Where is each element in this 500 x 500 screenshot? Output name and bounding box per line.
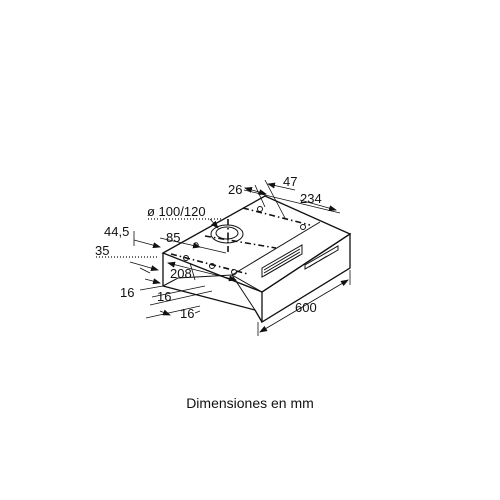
dim-label-diameter: ø 100/120 [147,204,206,219]
dim-208 [167,261,237,282]
dim-label-208: 208 [170,266,192,281]
hood-left-side [162,253,263,323]
control-bar [304,245,339,270]
dim-label-35: 35 [95,243,109,258]
dim-16-group [139,278,213,319]
duct-outlet [210,224,244,244]
dim-label-234: 234 [300,191,322,206]
dim-label-85: 85 [166,230,180,245]
dim-top [243,179,341,219]
centerlines [170,207,311,275]
dim-label-47: 47 [283,174,297,189]
dim-label-16-left: 16 [120,285,134,300]
caption-units: Dimensiones en mm [186,395,314,411]
dim-label-44-5: 44,5 [104,224,129,239]
dim-label-600: 600 [295,300,317,315]
dim-label-16-mid: 16 [157,289,171,304]
dim-600 [257,270,351,336]
dim-85 [159,237,227,254]
dim-label-26: 26 [228,182,242,197]
vent-grille [261,244,303,278]
dim-44-5-35 [96,231,161,274]
dim-label-16-low: 16 [180,306,194,321]
